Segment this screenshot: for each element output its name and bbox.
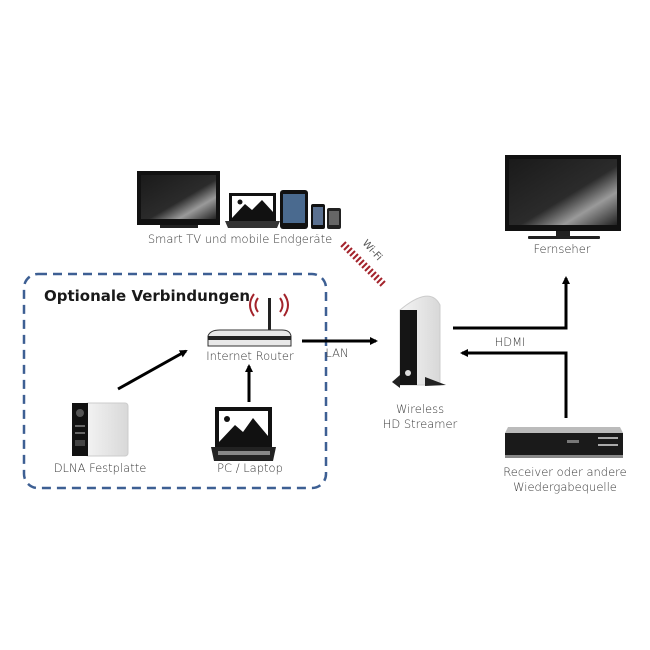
small-laptop-icon <box>225 193 280 228</box>
smartphone-icon <box>311 204 341 229</box>
arrows <box>117 276 570 418</box>
streamer-device-icon <box>392 295 446 388</box>
television-icon <box>505 155 621 239</box>
laptop-icon <box>211 407 276 461</box>
wifi-router-icon <box>207 293 292 347</box>
router-label: Internet Router <box>206 349 294 363</box>
streamer-label-line1: Wireless <box>395 402 445 416</box>
smart-tv-mobile-label: Smart TV und mobile Endgeräte <box>147 232 333 246</box>
group-title: Optionale Verbindungen <box>44 287 251 305</box>
tablet-icon <box>280 190 308 229</box>
pc-label: PC / Laptop <box>217 461 283 475</box>
lan-label: LAN <box>325 346 349 360</box>
wifi-signal-dashes <box>340 241 386 287</box>
arrow-receiver-to-streamer-hdmi <box>460 349 568 418</box>
smart-tv-icon <box>137 171 220 228</box>
receiver-label-line1: Receiver oder andere <box>503 465 627 479</box>
hdmi-label: HDMI <box>494 335 526 349</box>
receiver-box-icon <box>505 427 623 458</box>
hard-drive-icon <box>72 402 129 457</box>
arrow-streamer-to-tv-hdmi <box>453 276 570 330</box>
optional-connections-box <box>22 272 328 490</box>
arrow-nas-to-router <box>117 349 188 391</box>
tv-label: Fernseher <box>533 242 591 256</box>
nas-label: DLNA Festplatte <box>53 461 147 475</box>
receiver-label-line2: Wiedergabequelle <box>513 480 617 494</box>
streamer-label-line2: HD Streamer <box>382 417 458 431</box>
